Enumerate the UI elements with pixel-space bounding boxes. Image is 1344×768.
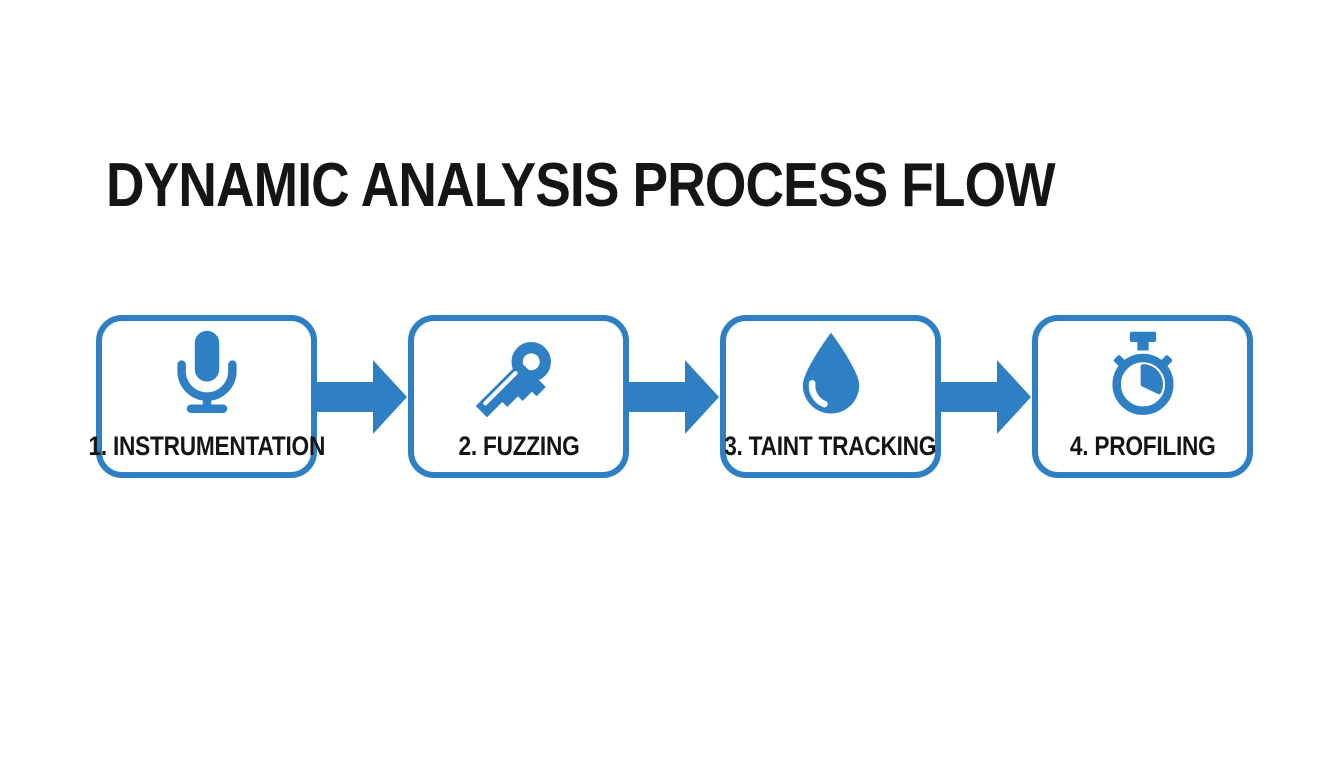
arrow-right-icon bbox=[629, 358, 720, 436]
step-box-profiling: 4. PROFILING bbox=[1032, 315, 1253, 478]
step-box-fuzzing: 2. FUZZING bbox=[408, 315, 629, 478]
key-icon bbox=[472, 327, 566, 421]
step-label: 2. FUZZING bbox=[458, 431, 579, 461]
process-flow: 1. INSTRUMENTATION 2. FUZZING bbox=[88, 315, 1253, 478]
page-title: DYNAMIC ANALYSIS PROCESS FLOW bbox=[106, 151, 1056, 220]
water-drop-icon bbox=[784, 327, 878, 421]
arrow-right-icon bbox=[317, 358, 408, 436]
step-box-taint-tracking: 3. TAINT TRACKING bbox=[720, 315, 941, 478]
stopwatch-icon bbox=[1096, 327, 1190, 421]
step-box-instrumentation: 1. INSTRUMENTATION bbox=[88, 315, 325, 478]
microphone-icon bbox=[160, 327, 254, 421]
arrow-right-icon bbox=[941, 358, 1032, 436]
step-label: 1. INSTRUMENTATION bbox=[88, 431, 325, 461]
step-label: 3. TAINT TRACKING bbox=[724, 431, 937, 461]
step-label: 4. PROFILING bbox=[1069, 431, 1216, 461]
